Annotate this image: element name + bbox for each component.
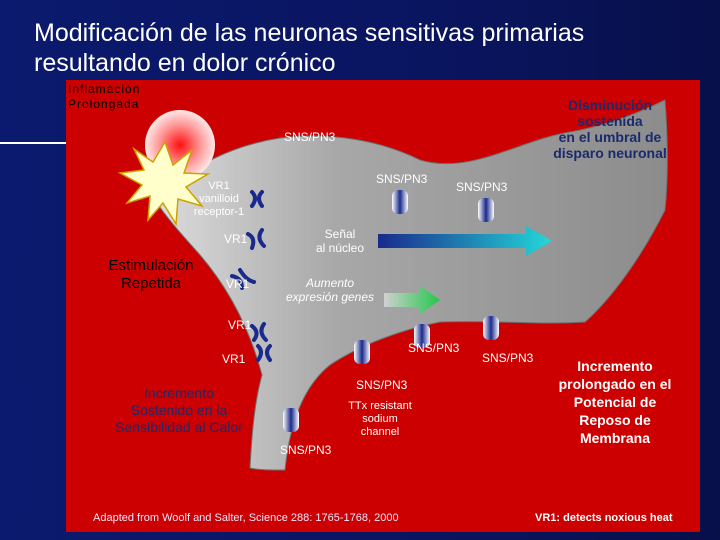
label-senal-line1: Señal [305, 227, 375, 241]
label-sns-pn3: SNS/PN3 [376, 172, 427, 186]
label-vr1: VR1 [222, 352, 245, 366]
label-vr1-def-line1: VR1 [182, 180, 256, 193]
label-ttx-channel: TTx resistant sodium channel [330, 400, 430, 439]
label-ttx-line1: TTx resistant [330, 400, 430, 413]
label-ttx-line2: sodium [330, 413, 430, 426]
label-umbral-line3: en el umbral de [540, 129, 680, 145]
citation: Adapted from Woolf and Salter, Science 2… [93, 512, 399, 524]
label-sns-pn3: SNS/PN3 [280, 443, 331, 457]
label-estimulacion: Estimulación Repetida [96, 257, 206, 293]
label-sensibilidad-line3: Sensibilidad al Calor [94, 419, 264, 436]
label-aumento-line1: Aumento [270, 276, 390, 290]
label-sensibilidad-line1: Incremento [94, 385, 264, 402]
label-aumento-line2: expresión genes [270, 290, 390, 304]
label-sns-pn3: SNS/PN3 [456, 180, 507, 194]
label-senal-line2: al núcleo [305, 241, 375, 255]
footnote: VR1: detects noxious heat [535, 512, 673, 524]
label-senal-nucleo: Señal al núcleo [305, 227, 375, 255]
label-umbral-line1: Disminución [540, 97, 680, 113]
label-vr1: VR1 [226, 277, 249, 291]
label-vr1-definition: VR1 vanilloid receptor-1 [182, 180, 256, 219]
label-sns-pn3: SNS/PN3 [482, 351, 533, 365]
label-umbral-line4: disparo neuronal [540, 145, 680, 161]
label-sensibilidad-line2: Sostenido en la [94, 402, 264, 419]
label-potencial-line5: Membrana [540, 429, 690, 447]
label-sns-pn3: SNS/PN3 [356, 378, 407, 392]
label-potencial-reposo: Incremento prolongado en el Potencial de… [540, 357, 690, 447]
label-potencial-line1: Incremento [540, 357, 690, 375]
label-estimulacion-line1: Estimulación [96, 257, 206, 275]
label-inflamacion-line2: Prolongada [68, 97, 140, 112]
label-vr1: VR1 [224, 232, 247, 246]
label-sns-pn3: SNS/PN3 [408, 341, 459, 355]
label-sensibilidad-calor: Incremento Sostenido en la Sensibilidad … [94, 385, 264, 436]
label-sns-pn3: SNS/PN3 [284, 130, 335, 144]
label-vr1-def-line2: vanilloid [182, 193, 256, 206]
label-ttx-line3: channel [330, 426, 430, 439]
label-potencial-line3: Potencial de [540, 393, 690, 411]
label-potencial-line4: Reposo de [540, 411, 690, 429]
label-estimulacion-line2: Repetida [96, 275, 206, 293]
label-umbral-line2: sostenida [540, 113, 680, 129]
label-inflamacion-line1: Inflamación [68, 82, 140, 97]
label-vr1-def-line3: receptor-1 [182, 206, 256, 219]
label-inflamacion: Inflamación Prolongada [68, 82, 140, 112]
label-potencial-line2: prolongado en el [540, 375, 690, 393]
label-vr1: VR1 [228, 318, 251, 332]
label-aumento-expresion: Aumento expresión genes [270, 276, 390, 304]
label-umbral: Disminución sostenida en el umbral de di… [540, 97, 680, 161]
